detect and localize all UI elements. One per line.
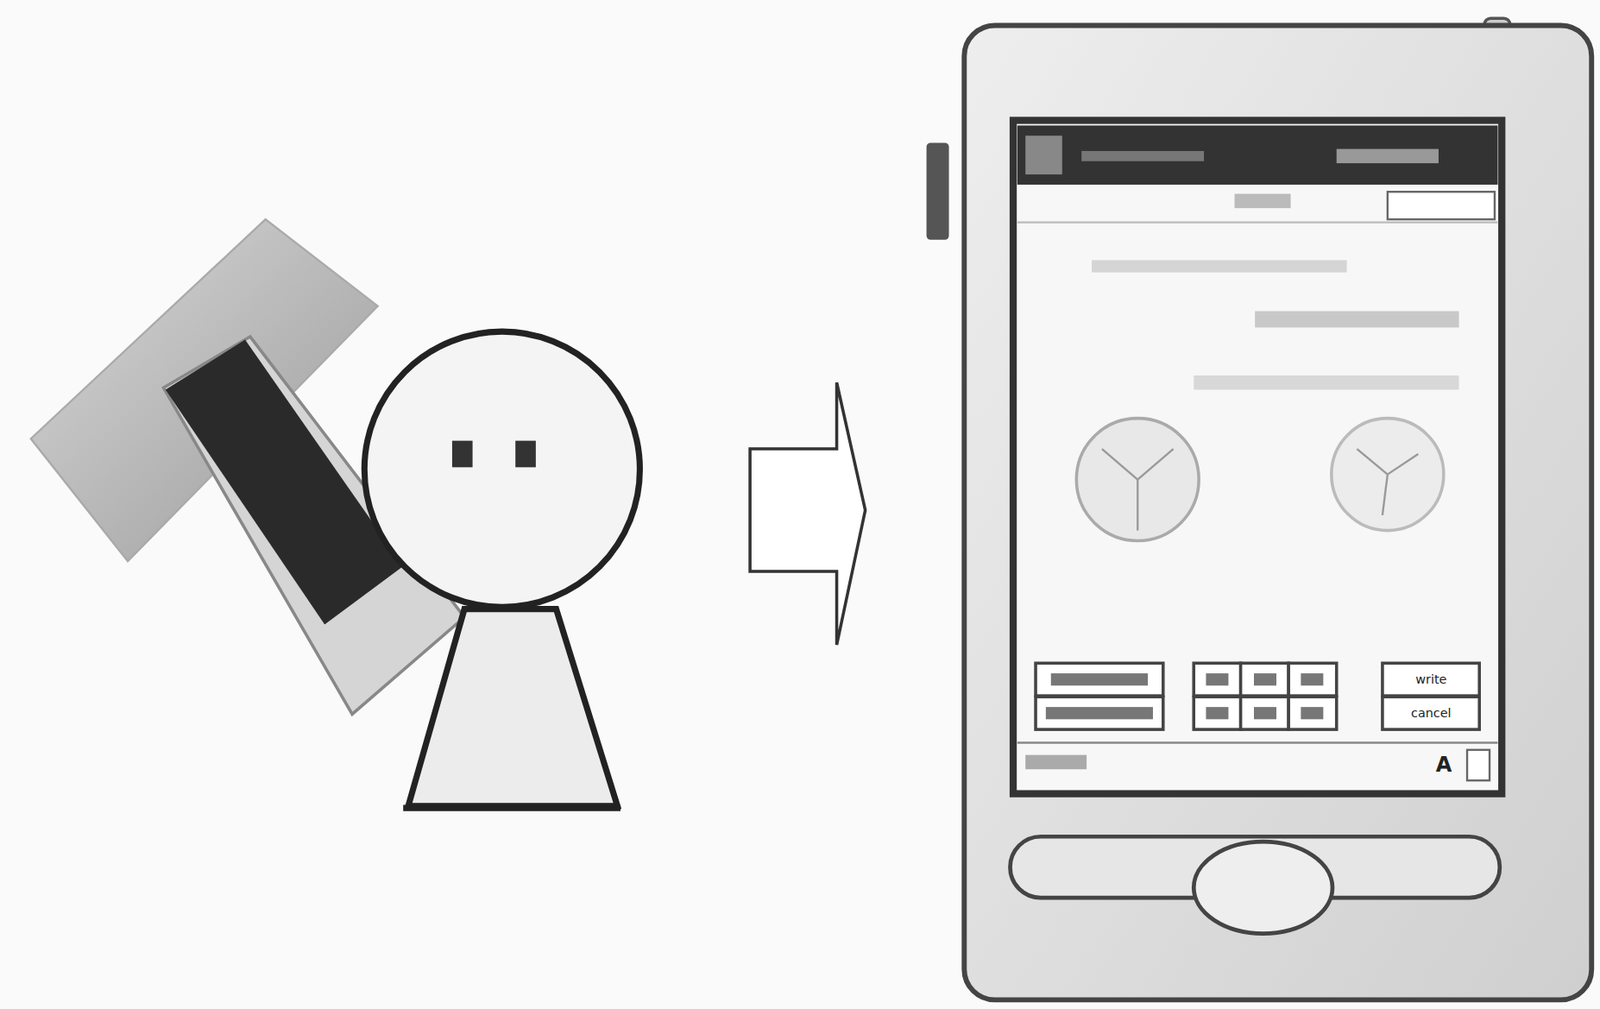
pda-side-button: [926, 142, 950, 240]
input-dropdown: [1467, 749, 1490, 781]
block-arrow: [749, 382, 866, 645]
blurred-text: [1254, 311, 1459, 328]
person-base: [403, 805, 621, 812]
button-label: cancel: [1385, 699, 1479, 728]
pda-housing: [963, 25, 1592, 1001]
blurred-text: [1025, 755, 1087, 770]
pda-screen: [1013, 119, 1502, 794]
menu-divider: [1017, 220, 1499, 223]
person-body: [408, 609, 618, 807]
button-label: A: [1426, 749, 1462, 780]
blurred-text: [1091, 259, 1348, 272]
nav-button: [1193, 841, 1333, 933]
menu-button: [1387, 191, 1495, 220]
screen-picture: [1331, 418, 1444, 531]
title-bar-text: [1081, 151, 1204, 162]
person-eye: [452, 440, 473, 468]
blurred-text: [1193, 375, 1459, 391]
button-label: write: [1385, 665, 1479, 694]
person-head: [364, 331, 640, 607]
title-bar: [1017, 125, 1499, 185]
blurred-text: [1234, 194, 1292, 209]
title-bar-status: [1336, 149, 1439, 164]
screen-picture: [1076, 418, 1199, 542]
start-icon: [1025, 135, 1063, 175]
input-bar-divider: [1017, 741, 1499, 744]
person-eye: [515, 440, 536, 468]
